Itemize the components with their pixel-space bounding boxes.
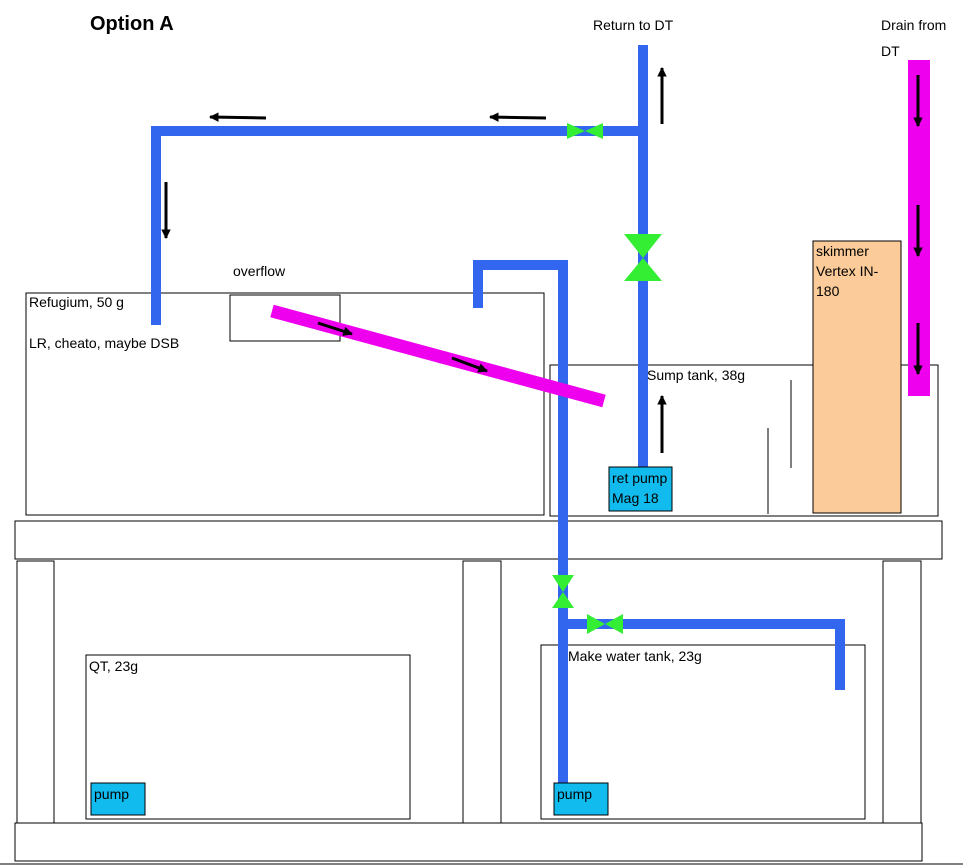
stand-leg-left	[16, 560, 55, 824]
bowtie-valve-icon[interactable]	[567, 123, 585, 139]
make-water-branch-pipe	[563, 619, 845, 690]
qt-label: QT, 23g	[89, 658, 138, 674]
arrow-icon	[451, 356, 488, 373]
diagram-title: Option A	[90, 13, 174, 35]
refugium-label: Refugium, 50 g	[29, 294, 124, 310]
arrow-icon	[317, 321, 353, 336]
skimmer-model-label: Vertex IN-	[816, 263, 879, 279]
qt-pump	[90, 782, 146, 816]
stand-bottom-shelf	[14, 822, 923, 862]
refugium-contents-label: LR, cheato, maybe DSB	[29, 335, 179, 351]
arrow-icon	[489, 112, 547, 122]
qt-pump-label: pump	[94, 786, 129, 802]
stand-top-shelf	[14, 520, 943, 560]
bowtie-valve-icon[interactable]	[552, 575, 574, 592]
return-pump-label: ret pump	[612, 470, 667, 486]
make-water-pump	[553, 782, 609, 816]
bowtie-valve-icon[interactable]	[587, 614, 605, 634]
arrow-icon	[209, 112, 267, 122]
skimmer-model-label: 180	[816, 283, 840, 299]
valve-group	[552, 123, 662, 634]
stand-leg-middle	[462, 560, 502, 824]
make-water-transfer-pipe	[473, 260, 568, 785]
drain-from-dt-label: DT	[881, 43, 900, 59]
stand-leg-right	[882, 560, 922, 824]
overflow-label: overflow	[233, 263, 286, 279]
skimmer-label: skimmer	[816, 243, 869, 259]
bowtie-valve-icon[interactable]	[605, 614, 623, 634]
skimmer	[812, 240, 902, 514]
return-pipe-to-refugium	[151, 126, 643, 325]
sump-tank-label: Sump tank, 38g	[647, 367, 745, 383]
bowtie-valve-icon[interactable]	[624, 234, 662, 258]
drain-from-dt-label: Drain from	[881, 17, 946, 33]
flow-arrow-group	[161, 67, 923, 453]
return-pump-model-label: Mag 18	[612, 490, 659, 506]
return-pump	[608, 466, 673, 512]
bowtie-valve-icon[interactable]	[585, 123, 603, 139]
bowtie-valve-icon[interactable]	[624, 258, 662, 281]
make-water-pump-label: pump	[557, 786, 592, 802]
make-water-tank-label: Make water tank, 23g	[568, 648, 702, 664]
return-to-dt-label: Return to DT	[593, 17, 674, 33]
bowtie-valve-icon[interactable]	[552, 592, 574, 608]
